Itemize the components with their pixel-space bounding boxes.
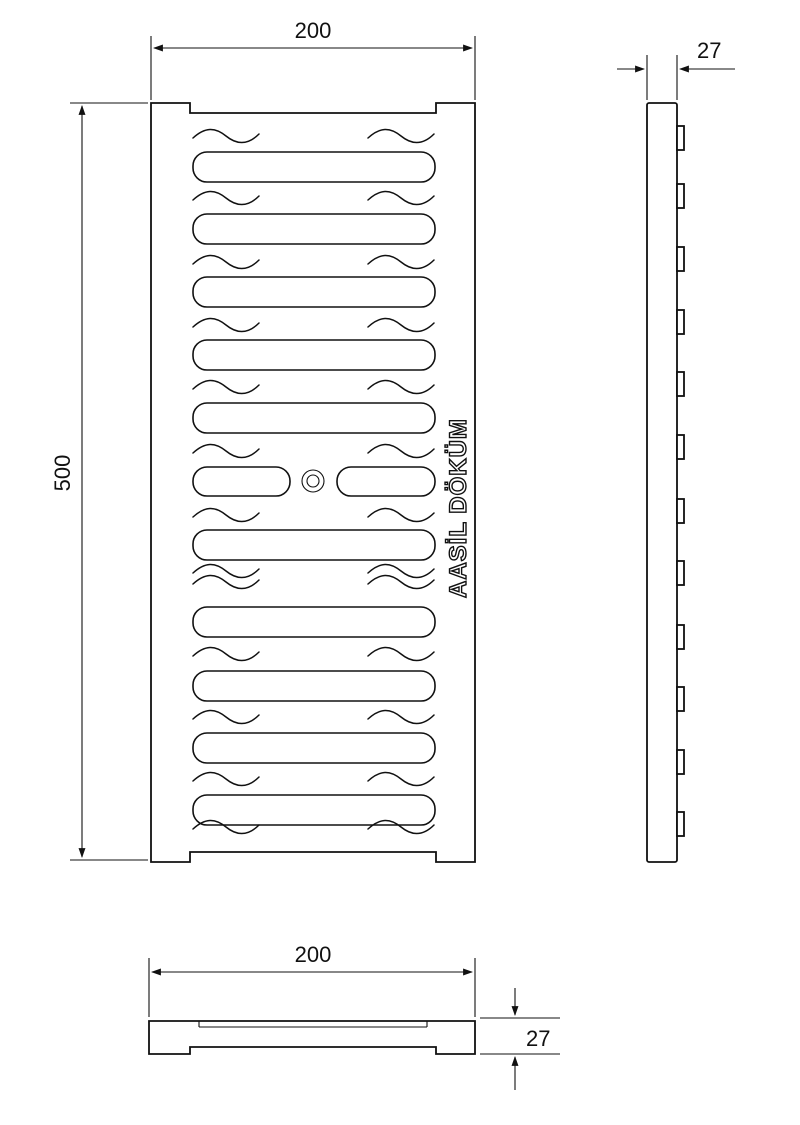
wave-lug [367, 646, 435, 662]
side-tab [676, 560, 685, 586]
wave-lug [192, 128, 260, 144]
wave-lug [192, 507, 260, 523]
wave-lug [192, 317, 260, 333]
drain-slot [192, 794, 436, 826]
grate-side-view [646, 102, 685, 863]
drain-slot [192, 670, 436, 702]
wave-lug [367, 317, 435, 333]
dimension-bottom-width: 200 [148, 942, 476, 1017]
side-tab [676, 309, 685, 335]
brand-text: AASİL DÖKÜM [445, 418, 472, 598]
front-profile [148, 1020, 476, 1055]
wave-lug [367, 190, 435, 206]
wave-lug [192, 771, 260, 787]
wave-lug [192, 254, 260, 270]
wave-lug [367, 379, 435, 395]
wave-lug [367, 254, 435, 270]
drain-slot-short-left [192, 466, 291, 497]
side-tab [676, 624, 685, 650]
grate-front-view [148, 1020, 476, 1055]
side-tab [676, 749, 685, 775]
side-tab [676, 498, 685, 524]
drain-slot [192, 402, 436, 434]
drain-slot [192, 339, 436, 371]
dimension-label-side-thickness: 27 [697, 38, 721, 63]
center-bolt-hole-inner [306, 474, 320, 488]
side-tab [676, 811, 685, 837]
wave-lug [367, 128, 435, 144]
drain-slot-short-right [336, 466, 436, 497]
dimension-label-height: 500 [50, 455, 75, 492]
wave-lug [192, 443, 260, 459]
grate-top-view: AASİL DÖKÜM [150, 102, 476, 863]
wave-lug [192, 574, 260, 590]
wave-lug [367, 507, 435, 523]
drain-slot [192, 529, 436, 561]
dimension-label-top-width: 200 [295, 18, 332, 43]
center-bolt-hole [301, 469, 325, 493]
drain-slot [192, 151, 436, 183]
wave-lug [192, 819, 260, 835]
dimension-label-bottom-thickness: 27 [526, 1026, 550, 1051]
drain-slot [192, 732, 436, 764]
side-tab [676, 125, 685, 151]
dimension-height: 500 [50, 102, 148, 861]
side-tab [676, 434, 685, 460]
side-profile [646, 102, 678, 863]
wave-lug [367, 819, 435, 835]
side-tab [676, 246, 685, 272]
drain-slot [192, 213, 436, 245]
wave-lug [367, 709, 435, 725]
wave-lug [367, 574, 435, 590]
wave-lug [192, 646, 260, 662]
wave-lug [192, 379, 260, 395]
dimension-label-bottom-width: 200 [295, 942, 332, 967]
side-tab [676, 371, 685, 397]
slot-group [192, 151, 436, 826]
wave-lug [192, 190, 260, 206]
dimension-side-thickness: 27 [617, 38, 735, 100]
dimension-bottom-thickness: 27 [480, 988, 560, 1090]
wave-lug [367, 443, 435, 459]
drain-slot [192, 276, 436, 308]
wave-lug [192, 563, 260, 579]
wave-lug [192, 709, 260, 725]
side-tab [676, 686, 685, 712]
wave-group [192, 128, 435, 835]
wave-lug [367, 771, 435, 787]
drain-slot [192, 606, 436, 638]
side-tab [676, 183, 685, 209]
wave-lug [367, 563, 435, 579]
side-tab-group [676, 125, 685, 837]
dimension-top-width: 200 [150, 18, 476, 100]
